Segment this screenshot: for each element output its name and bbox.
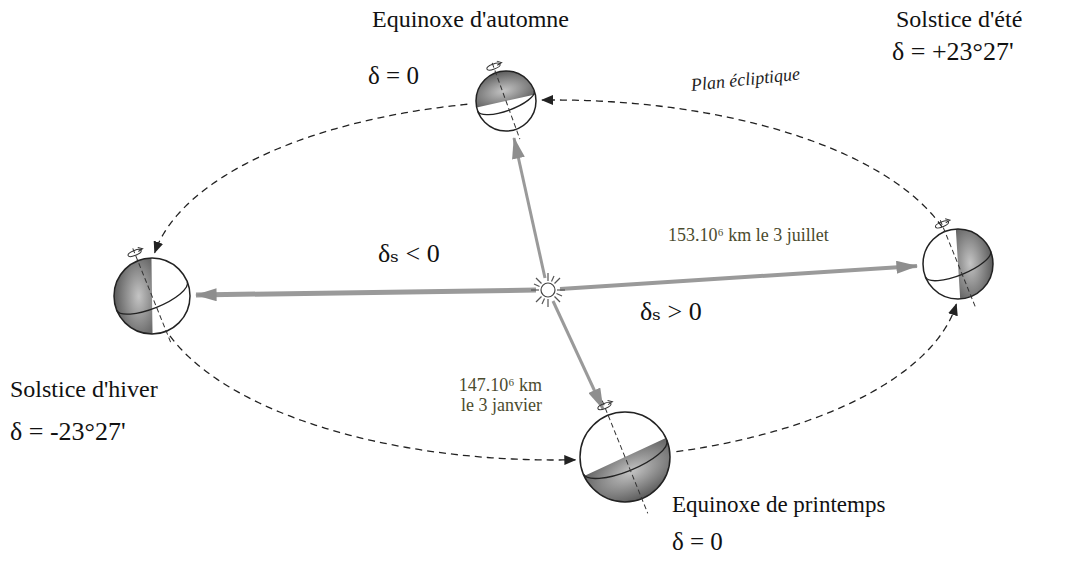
rotation-arrow — [597, 401, 612, 411]
rotation-axis — [132, 248, 170, 343]
globe-drawing — [580, 412, 670, 502]
sun-ray-arrow — [560, 266, 917, 289]
earth-globe: Solstice d'étéδ = +23°27' — [923, 229, 993, 299]
rotation-arrow — [945, 218, 951, 224]
position-name: Solstice d'hiver — [10, 376, 158, 402]
sun-ray-arrow — [196, 290, 536, 295]
sun-symbol — [531, 273, 565, 307]
rotation-arrow — [607, 399, 613, 405]
plane-label: Plan écliptique — [690, 65, 801, 96]
earth-globe: Solstice d'hiverδ = -23°27' — [114, 258, 190, 334]
orbit-arrow — [542, 100, 942, 227]
rotation-arrow — [935, 220, 950, 230]
earth-globe: Equinoxe de printempsδ = 0 — [580, 412, 670, 502]
rotation-axis — [941, 220, 976, 308]
globe-night-side — [113, 258, 152, 335]
globe-drawing — [923, 229, 993, 299]
rotation-axis — [492, 63, 520, 139]
position-name: Equinoxe d'automne — [372, 6, 569, 32]
declination-value: δ = -23°27' — [10, 418, 126, 447]
globe-night-side — [956, 227, 995, 299]
orbit-arrow — [170, 336, 575, 460]
rotation-axis — [603, 401, 649, 514]
declination-value: δ = 0 — [672, 528, 723, 556]
orbit-arrow — [155, 104, 468, 252]
rotation-arrow — [496, 60, 502, 65]
sun-rays-arrows — [196, 138, 917, 409]
equator-line — [477, 91, 537, 121]
orbit-arrow — [676, 304, 956, 451]
earth-globe: Equinoxe d'automneδ = 0 — [476, 71, 536, 131]
rotation-arrow — [127, 248, 142, 258]
distance-note: 153.10⁶ km le 3 juillet — [668, 226, 829, 246]
declination-sign: δₛ > 0 — [640, 298, 702, 327]
declination-sign: δₛ < 0 — [378, 240, 440, 269]
distance-note: 147.10⁶ km le 3 janvier — [448, 376, 542, 416]
sun-ray-arrow — [553, 301, 603, 409]
globe-drawing — [476, 71, 536, 131]
globe-drawing — [114, 258, 190, 334]
sun-ray-arrow — [514, 138, 545, 278]
position-name: Equinoxe de printemps — [672, 492, 885, 517]
declination-value: δ = 0 — [368, 62, 419, 90]
position-name: Solstice d'été — [896, 6, 1022, 32]
declination-value: δ = +23°27' — [892, 38, 1014, 67]
rotation-arrow — [136, 246, 142, 252]
rotation-arrow — [486, 62, 501, 71]
